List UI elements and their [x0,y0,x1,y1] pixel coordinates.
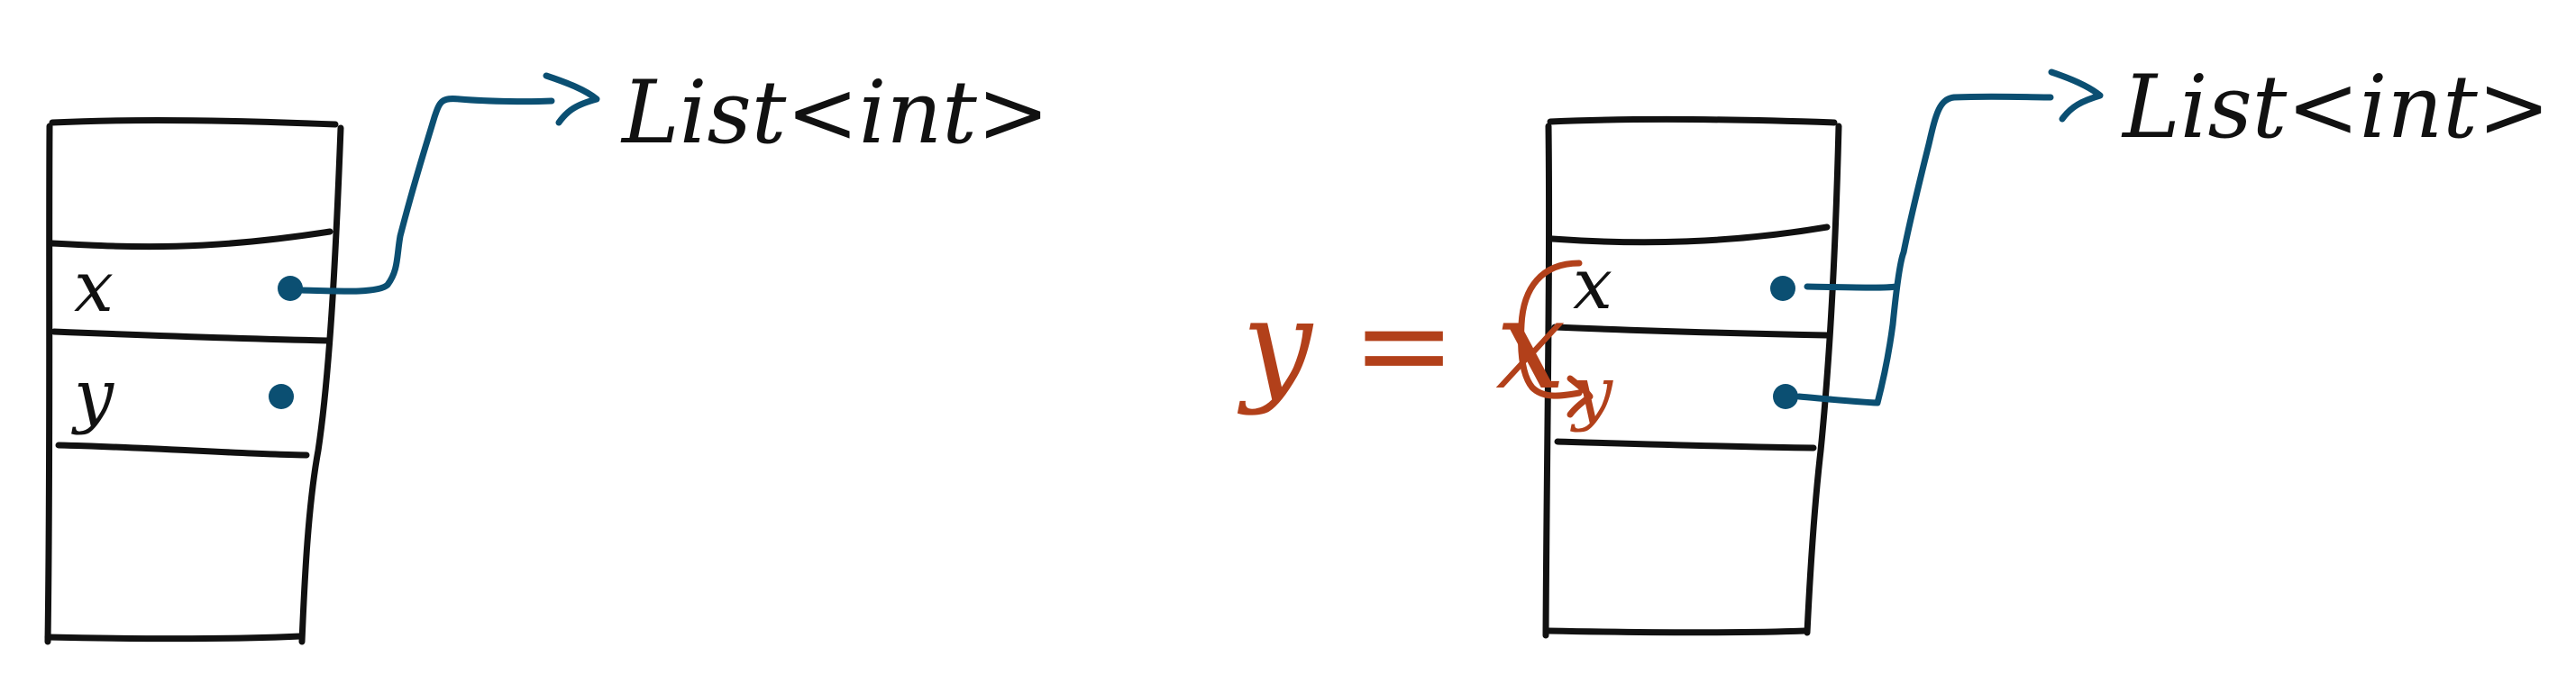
left-y-reference-dot [269,384,294,409]
left-divider-1 [49,228,333,251]
left-divider-2 [50,328,333,344]
right-divider-2 [1551,324,1831,339]
left-stack-bottom-edge [44,633,304,643]
left-var-y-label: y [71,355,114,436]
left-object-label: List<int> [620,62,1049,163]
right-diagram: x y List<int> y = x [1237,57,2550,639]
left-var-x-label: x [74,247,114,328]
right-object-label: List<int> [2121,57,2550,158]
left-stack-left-edge [44,123,53,645]
right-stack-bottom-edge [1545,627,1809,636]
right-stack-left-edge [1542,123,1553,639]
right-divider-1 [1548,223,1831,246]
left-stack-top-edge [49,117,339,128]
copy-reference-arrow [1518,260,1583,399]
right-arrow-head [2048,68,2104,123]
copy-arrow-head [1567,375,1594,418]
right-stack-top-edge [1547,115,1838,126]
left-stack-right-edge [298,124,344,645]
left-x-reference-dot [278,276,303,301]
left-x-reference-arrow [298,96,555,295]
right-stack-right-edge [1804,123,1842,636]
right-y-reference-dot [1773,384,1798,409]
right-x-reference-dot [1770,276,1795,301]
left-diagram: x y List<int> [44,62,1049,645]
right-divider-3 [1554,438,1817,452]
right-stack-frame [1542,115,1842,639]
left-divider-3 [55,442,310,459]
left-stack-frame [44,117,344,645]
right-var-x-label: x [1573,244,1612,325]
assignment-statement: y = x [1237,272,1566,417]
left-arrow-head [543,72,600,126]
right-shared-reference-arrow [1795,93,2054,406]
